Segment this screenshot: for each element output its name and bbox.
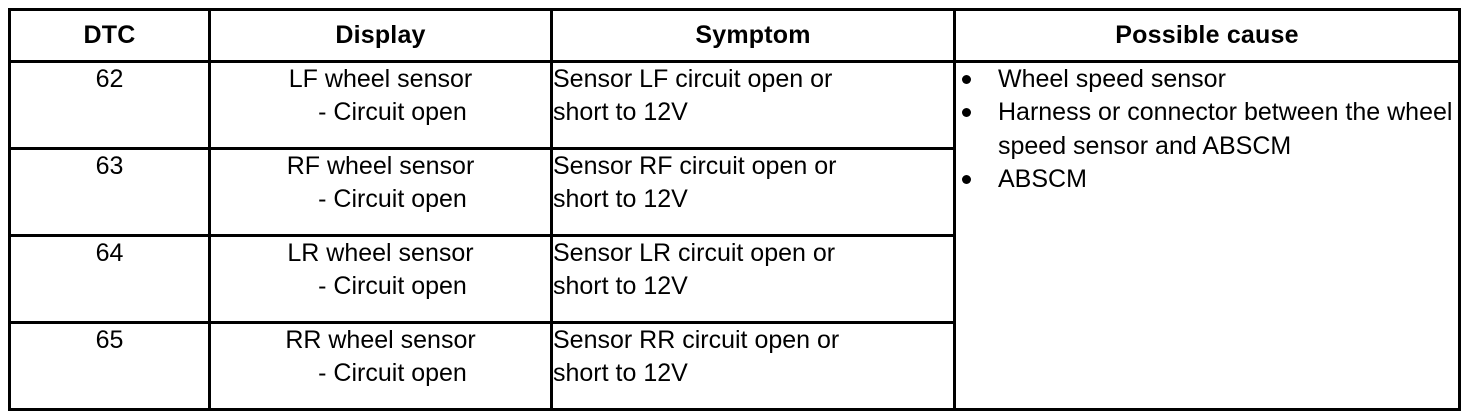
column-header-possible-cause: Possible cause xyxy=(953,8,1461,63)
display-line-1: RR wheel sensor xyxy=(285,326,476,354)
display-line-2: - Circuit open xyxy=(318,358,467,387)
dtc-diagnostic-table: DTC Display Symptom Possible cause 62 LF… xyxy=(8,8,1461,411)
symptom-line-2: short to 12V xyxy=(553,358,688,387)
display-line-1: RF wheel sensor xyxy=(286,152,475,180)
cell-symptom: Sensor RF circuit open or short to 12V xyxy=(550,147,956,237)
display-line-2: - Circuit open xyxy=(318,271,467,300)
column-header-display: Display xyxy=(208,8,553,63)
display-line-2: - Circuit open xyxy=(318,97,467,126)
symptom-line-2: short to 12V xyxy=(553,184,688,213)
display-line-2: - Circuit open xyxy=(318,184,467,213)
display-line-1: LR wheel sensor xyxy=(287,239,474,267)
bullet-icon xyxy=(962,108,971,118)
possible-cause-text: Wheel speed sensor xyxy=(998,65,1226,93)
cell-dtc: 62 xyxy=(8,60,211,150)
bullet-icon xyxy=(962,75,971,84)
cell-dtc: 65 xyxy=(8,321,211,411)
cell-display: LF wheel sensor - Circuit open xyxy=(208,60,553,150)
symptom-line-1: Sensor LR circuit open or xyxy=(553,239,836,267)
list-item: Harness or connector between the wheel s… xyxy=(956,96,1458,163)
cell-display: RR wheel sensor - Circuit open xyxy=(208,321,553,411)
table-row: 65 RR wheel sensor - Circuit open Sensor… xyxy=(8,321,1460,411)
cell-symptom: Sensor RR circuit open or short to 12V xyxy=(550,321,956,411)
symptom-line-2: short to 12V xyxy=(553,271,688,300)
table-header-row: DTC Display Symptom Possible cause xyxy=(8,8,1461,63)
table-row: 63 RF wheel sensor - Circuit open Sensor… xyxy=(8,147,1460,237)
table-row: 62 LF wheel sensor - Circuit open Sensor… xyxy=(8,60,1461,411)
display-line-1: LF wheel sensor xyxy=(288,65,473,93)
document-page: DTC Display Symptom Possible cause 62 LF… xyxy=(8,8,1461,411)
symptom-line-1: Sensor LF circuit open or xyxy=(553,65,833,93)
cell-display: RF wheel sensor - Circuit open xyxy=(208,147,553,237)
cell-symptom: Sensor LR circuit open or short to 12V xyxy=(550,234,956,324)
symptom-line-1: Sensor RF circuit open or xyxy=(553,152,837,180)
possible-cause-list: Wheel speed sensor Harness or connector … xyxy=(956,63,1458,196)
table-row: 64 LR wheel sensor - Circuit open Sensor… xyxy=(8,234,1460,324)
cell-possible-cause: Wheel speed sensor Harness or connector … xyxy=(953,60,1461,411)
possible-cause-text: ABSCM xyxy=(998,164,1087,193)
list-item: ABSCM xyxy=(956,163,1458,196)
cell-display: LR wheel sensor - Circuit open xyxy=(208,234,553,324)
cell-dtc: 63 xyxy=(8,147,211,237)
symptom-line-2: short to 12V xyxy=(553,97,688,126)
bullet-icon xyxy=(962,174,971,184)
cell-symptom: Sensor LF circuit open or short to 12V xyxy=(550,60,956,150)
cell-dtc: 64 xyxy=(8,234,211,324)
list-item: Wheel speed sensor xyxy=(956,63,1458,96)
column-header-dtc: DTC xyxy=(8,8,211,63)
symptom-line-1: Sensor RR circuit open or xyxy=(553,326,840,354)
column-header-symptom: Symptom xyxy=(550,8,956,63)
possible-cause-text: Harness or connector between the wheel s… xyxy=(998,98,1453,160)
